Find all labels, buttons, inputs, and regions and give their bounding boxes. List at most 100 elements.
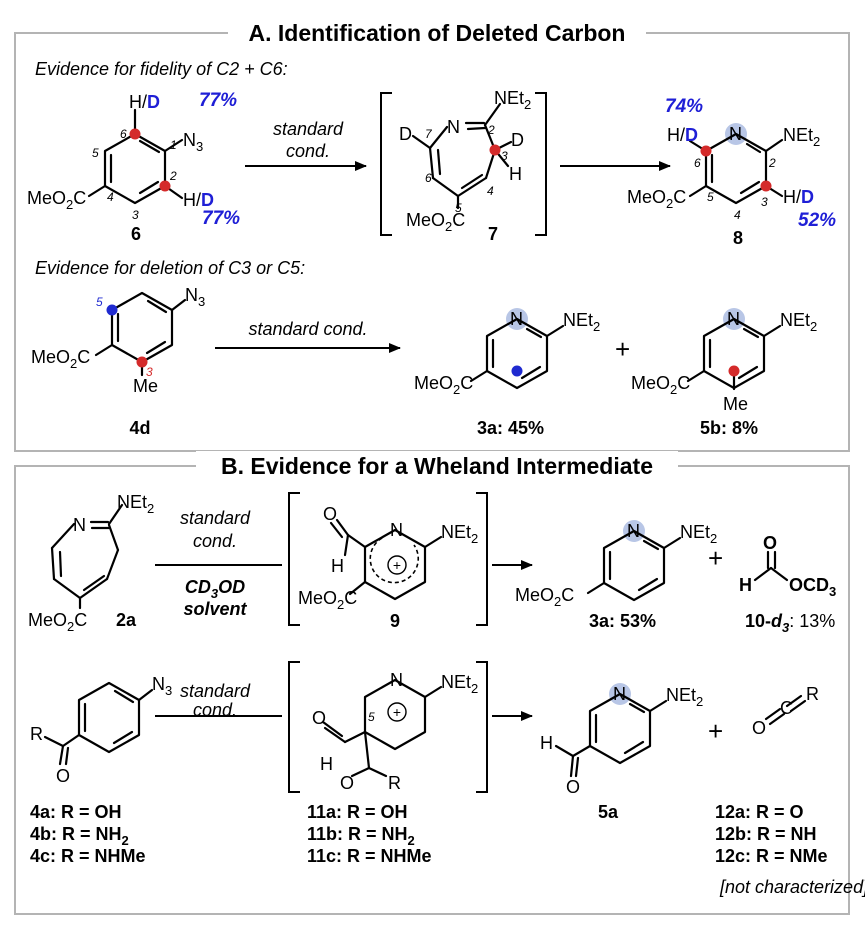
svg-text:H/D: H/D [667,125,698,145]
svg-text:3: 3 [132,208,139,222]
svg-text:NEt2: NEt2 [666,685,703,709]
red-dot-7-c3 [489,144,501,156]
svg-text:3: 3 [501,149,508,163]
svg-text:D: D [511,130,524,150]
list-4-item-2: 4c: R = NHMe [30,846,146,866]
svg-text:6: 6 [694,156,701,170]
svg-text:MeO2C: MeO2C [27,188,86,212]
svg-text:N: N [390,670,403,690]
compound-label-9: 9 [390,611,400,631]
svg-text:NEt2: NEt2 [780,310,817,334]
list-4-item-0: 4a: R = OH [30,802,122,822]
list-12-item-2: 12c: R = NMe [715,846,828,866]
svg-text:O: O [566,777,580,797]
svg-text:NEt2: NEt2 [441,522,478,546]
yield-3a-panel-a: 3a: 45% [477,418,544,438]
svg-text:O: O [340,773,354,793]
plus-sign-b2: + [708,716,723,746]
yield-10-d3: 10-d3: 13% [745,611,835,635]
svg-text:4: 4 [107,190,114,204]
svg-text:Me: Me [723,394,748,414]
compound-5b: N NEt2 MeO2C Me 5b: 8% [631,308,817,438]
compound-5a: N NEt2 H O 5a [540,683,703,822]
svg-text:N: N [510,309,523,329]
svg-text:H/D: H/D [183,190,214,210]
svg-text:H/D: H/D [783,187,814,207]
svg-text:H: H [739,575,752,595]
svg-text:R: R [30,724,43,744]
svg-text:MeO2C: MeO2C [31,347,90,371]
condition-a1-line1: standard [273,119,344,139]
svg-text:O: O [312,708,326,728]
svg-text:N: N [727,309,740,329]
compound-label-6: 6 [131,224,141,244]
svg-text:H: H [320,754,333,774]
svg-text:7: 7 [425,127,433,141]
svg-text:5: 5 [707,190,714,204]
svg-text:OCD3: OCD3 [789,575,836,599]
list-12-item-1: 12b: R = NH [715,824,817,844]
condition-b1-line1: standard [180,508,251,528]
svg-text:MeO2C: MeO2C [515,585,574,609]
compound-9: N NEt2 O H MeO2C + 9 [298,504,478,631]
svg-text:6: 6 [120,127,127,141]
not-characterized-note: [not characterized] [719,877,865,897]
svg-text:N: N [729,124,742,144]
plus-sign-a: + [615,334,630,364]
yield-5b: 5b: 8% [700,418,758,438]
blue-dot-4d-c5 [106,304,118,316]
compound-label-4d: 4d [129,418,150,438]
svg-text:NEt2: NEt2 [563,310,600,334]
condition-a1-line2: cond. [286,141,330,161]
svg-text:2: 2 [768,156,776,170]
svg-text:N3: N3 [183,130,203,154]
list-4-item-1: 4b: R = NH2 [30,824,129,848]
svg-text:N: N [613,684,626,704]
bracket-left-11 [288,661,300,793]
svg-text:MeO2C: MeO2C [627,187,686,211]
svg-text:Me: Me [133,376,158,396]
panel-a: A. Identification of Deleted Carbon Evid… [14,18,850,452]
compound-11: N NEt2 O H O R 5 + [312,670,478,793]
compound-4-series: N3 R O [30,674,172,786]
svg-text:MeO2C: MeO2C [414,373,473,397]
svg-text:R: R [388,773,401,793]
svg-text:O: O [763,533,777,553]
svg-text:H/D: H/D [129,92,160,112]
deuterium-pct-6-bottom: 77% [202,208,240,229]
svg-text:O: O [323,504,337,524]
svg-text:D: D [399,124,412,144]
yield-3a-panel-b: 3a: 53% [589,611,656,631]
compound-7: N NEt2 D D H MeO2C 7 2 3 4 5 6 7 [399,88,531,244]
svg-text:O: O [752,718,766,738]
plus-sign-b1: + [708,543,723,573]
bracket-right-7 [535,92,547,236]
list-11-item-2: 11c: R = NHMe [307,846,432,866]
svg-text:5: 5 [368,710,375,724]
svg-text:5: 5 [92,146,99,160]
svg-text:NEt2: NEt2 [783,125,820,149]
svg-text:2: 2 [487,123,495,137]
bracket-left-7 [380,92,392,236]
bracket-left-9 [288,492,300,626]
svg-text:C: C [780,698,793,718]
panel-b: B. Evidence for a Wheland Intermediate N… [14,451,865,915]
condition-b1-line4: solvent [183,599,247,619]
red-dot-c6 [129,128,141,140]
svg-text:O: O [56,766,70,786]
red-dot-4d-c3 [136,356,148,368]
svg-text:R: R [806,684,819,704]
svg-text:MeO2C: MeO2C [631,373,690,397]
red-dot-8-c6 [700,145,712,157]
condition-b1-solvent: CD3OD [185,577,245,601]
compound-2a: N NEt2 MeO2C 2a [28,492,154,634]
svg-text:NEt2: NEt2 [494,88,531,112]
deuterium-pct-8-top: 74% [665,96,703,117]
compound-label-5a: 5a [598,802,619,822]
condition-b1-line2: cond. [193,531,237,551]
bracket-right-9 [476,492,488,626]
svg-text:4: 4 [487,184,494,198]
condition-b3-line2: cond. [193,700,237,720]
deuterium-pct-8-bottom: 52% [798,210,836,231]
